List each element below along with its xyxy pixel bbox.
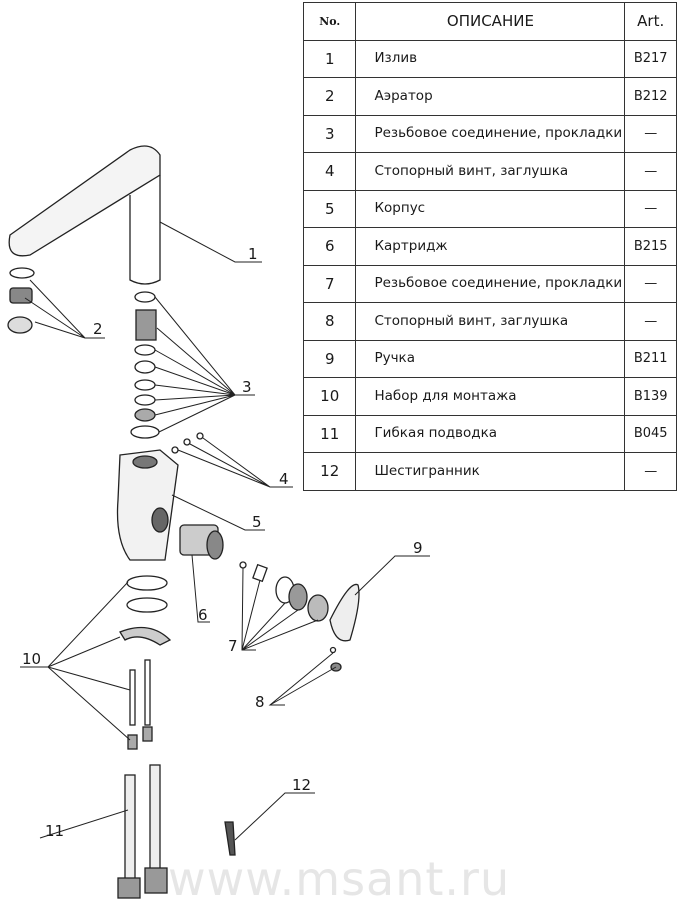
cell-art: —: [624, 302, 677, 341]
header-no: No.: [302, 2, 357, 41]
callout-5: 5: [252, 513, 262, 531]
cell-no: 7: [302, 264, 357, 303]
cell-description: Ручка: [355, 339, 626, 378]
cell-description: Аэратор: [355, 77, 626, 116]
cell-description: Резьбовое соединение, прокладки: [355, 114, 626, 153]
cell-art: B139: [624, 377, 677, 416]
cell-description: Корпус: [355, 189, 626, 228]
table-header-row: No. ОПИСАНИЕ Art.: [302, 2, 677, 41]
cell-no: 2: [302, 77, 357, 116]
cell-no: 11: [302, 414, 357, 453]
part-threaded-connection-seals-2: [239, 561, 329, 622]
cell-art: —: [624, 152, 677, 191]
cell-no: 9: [302, 339, 357, 378]
cell-description: Стопорный винт, заглушка: [355, 152, 626, 191]
callout-6: 6: [198, 606, 208, 624]
part-cartridge: [179, 524, 224, 560]
cell-art: B211: [624, 339, 677, 378]
cell-art: —: [624, 452, 677, 491]
cell-art: B212: [624, 77, 677, 116]
part-aerator: [7, 267, 35, 334]
cell-no: 8: [302, 302, 357, 341]
header-description: ОПИСАНИЕ: [355, 2, 626, 41]
callout-9: 9: [413, 539, 423, 557]
part-threaded-connection-seals: [130, 291, 160, 439]
part-mounting-kit: [119, 575, 172, 750]
cell-art: B215: [624, 227, 677, 266]
header-art: Art.: [624, 2, 677, 41]
cell-no: 6: [302, 227, 357, 266]
callout-11: 11: [45, 822, 64, 840]
cell-no: 10: [302, 377, 357, 416]
cell-art: B045: [624, 414, 677, 453]
callout-2: 2: [93, 320, 103, 338]
part-spout: [8, 145, 161, 285]
cell-no: 5: [302, 189, 357, 228]
cell-art: —: [624, 114, 677, 153]
callout-1: 1: [248, 245, 258, 263]
cell-no: 3: [302, 114, 357, 153]
part-handle: [329, 583, 360, 642]
part-hex-key: [224, 821, 236, 856]
callout-8: 8: [255, 693, 265, 711]
part-set-screw-plug: [171, 432, 204, 454]
cell-description: Гибкая подводка: [355, 414, 626, 453]
watermark: www.msant.ru: [168, 852, 511, 906]
cell-art: B217: [624, 39, 677, 78]
cell-art: —: [624, 189, 677, 228]
callout-12: 12: [292, 776, 311, 794]
cell-description: Картридж: [355, 227, 626, 266]
cell-no: 4: [302, 152, 357, 191]
cell-no: 12: [302, 452, 357, 491]
callout-3: 3: [242, 378, 252, 396]
callout-4: 4: [279, 470, 289, 488]
part-flexible-hose: [117, 764, 168, 899]
part-body: [116, 449, 179, 561]
cell-description: Резьбовое соединение, прокладки: [355, 264, 626, 303]
callout-labels: 1 2 3 4 5 6 7 8 9 10 11 12: [22, 245, 423, 840]
callout-10: 10: [22, 650, 41, 668]
leader-lines: [20, 221, 430, 841]
cell-description: Набор для монтажа: [355, 377, 626, 416]
cell-description: Стопорный винт, заглушка: [355, 302, 626, 341]
cell-description: Излив: [355, 39, 626, 78]
cell-description: Шестигранник: [355, 452, 626, 491]
callout-7: 7: [228, 637, 238, 655]
cell-no: 1: [302, 39, 357, 78]
cell-art: —: [624, 264, 677, 303]
